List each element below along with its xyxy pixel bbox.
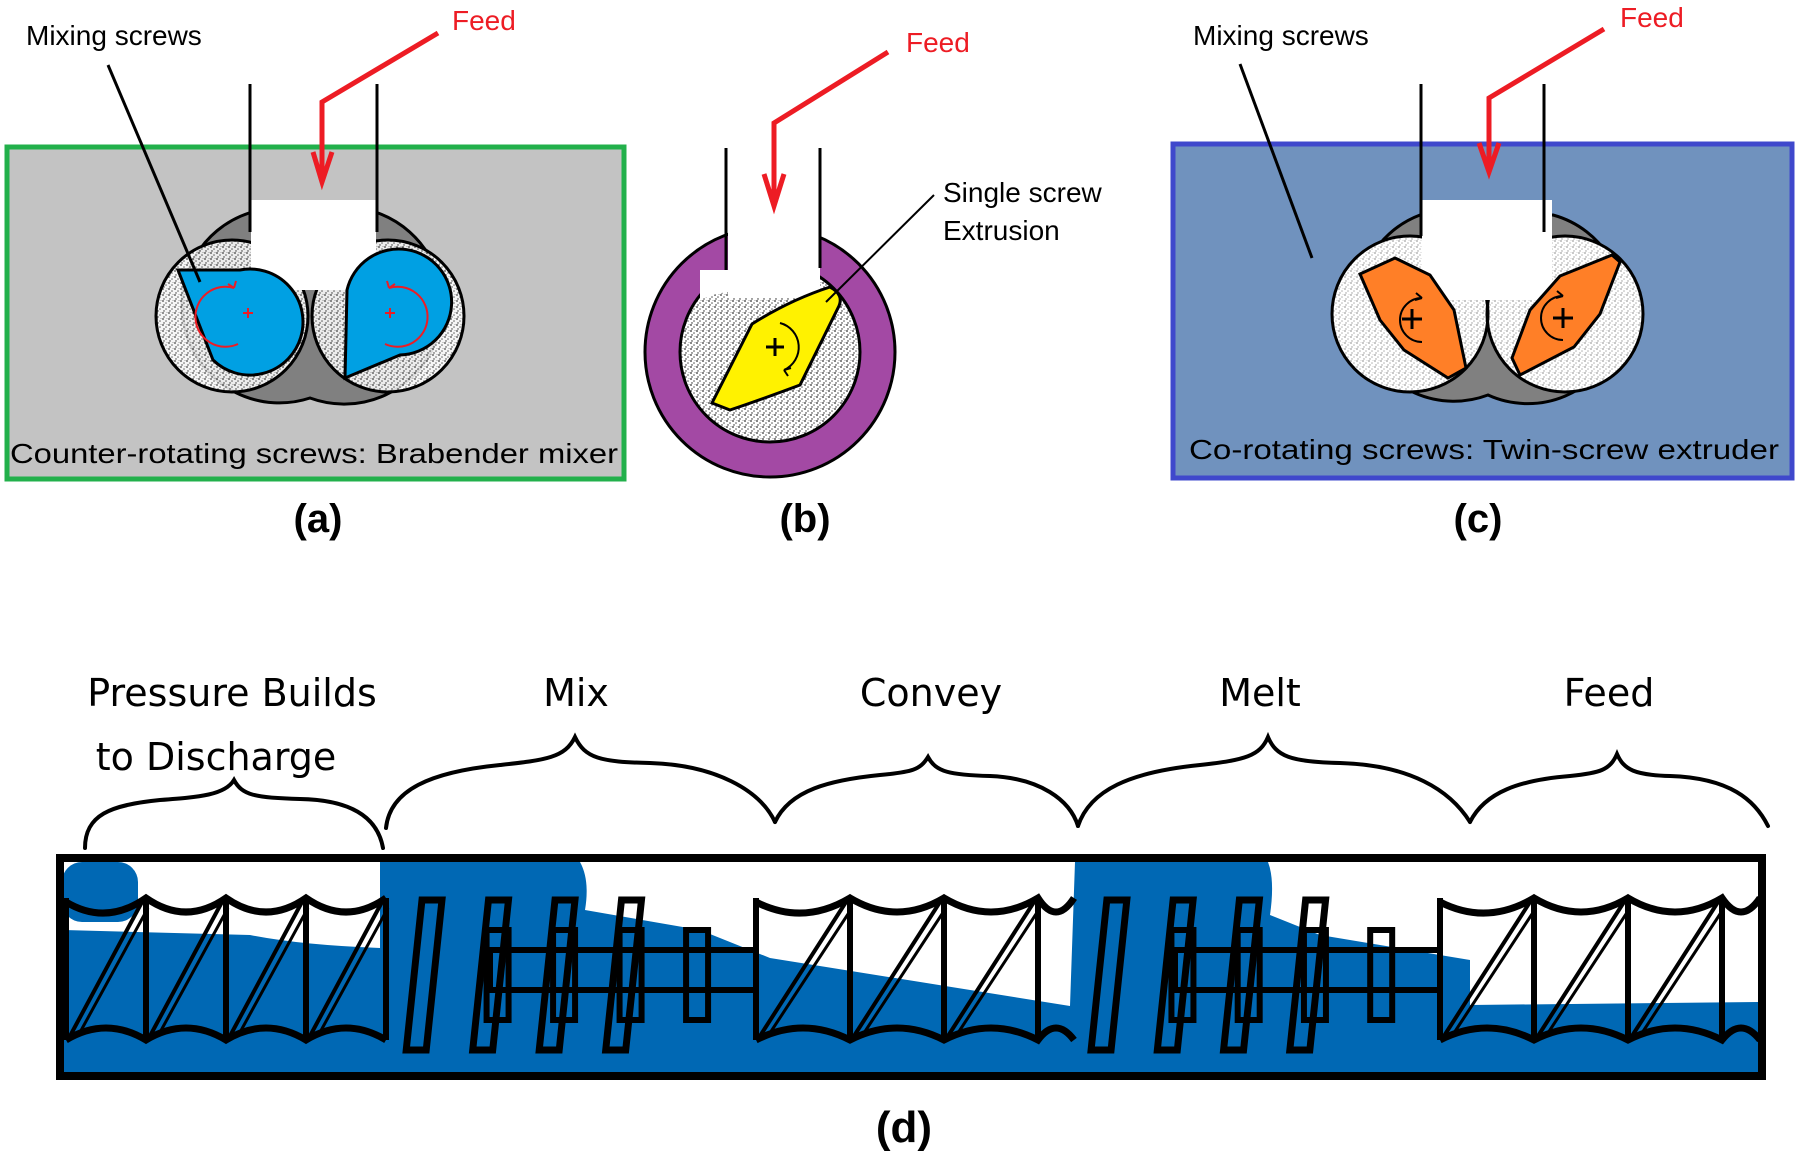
extruder-barrel-wall bbox=[56, 854, 1766, 1080]
kneading-disc-hub bbox=[1367, 927, 1396, 1023]
panel-a-feed-label: Feed bbox=[452, 5, 516, 36]
screw-flight-helix bbox=[946, 900, 1036, 1038]
rotation-arrow-icon bbox=[1540, 290, 1573, 341]
screw-flight-helix bbox=[1536, 900, 1626, 1038]
panel-a-feed-arrow bbox=[319, 30, 440, 178]
screw-flight-helix bbox=[954, 907, 1042, 1037]
panel-d: Pressure Builds to Discharge Mix Convey … bbox=[56, 671, 1770, 1152]
panel-b-letter: (b) bbox=[779, 497, 830, 541]
screw-shaft bbox=[1172, 947, 1443, 993]
screw-flight-helix bbox=[860, 907, 948, 1037]
screw-flight-helix bbox=[228, 901, 304, 1037]
screw-flight-crest bbox=[1438, 893, 1763, 917]
screw-flight-crest bbox=[754, 893, 1077, 917]
screw-flight-helix bbox=[68, 901, 144, 1037]
kneading-disc bbox=[402, 896, 446, 1054]
panel-c-right-screw bbox=[1510, 253, 1622, 378]
arrowhead-icon bbox=[1476, 142, 1502, 180]
panel-d-letter: (d) bbox=[876, 1103, 932, 1152]
panel-a: Mixing screws Feed Counter-rotating scre… bbox=[4, 5, 627, 541]
rotation-arrow-icon bbox=[1399, 292, 1423, 343]
kneading-disc bbox=[1153, 896, 1197, 1054]
panel-b-callout-line bbox=[825, 194, 935, 303]
panel-c-feed-label: Feed bbox=[1620, 2, 1684, 33]
zone-label-pressure-line2: to Discharge bbox=[96, 735, 337, 779]
zone-label-convey: Convey bbox=[860, 671, 1002, 715]
kneading-disc bbox=[535, 896, 579, 1054]
arrowhead-icon bbox=[761, 173, 787, 215]
panel-b-feed-label: Feed bbox=[906, 27, 970, 58]
panel-a-left-screw bbox=[175, 267, 305, 377]
zone-label-pressure-line1: Pressure Builds bbox=[87, 671, 377, 715]
screw-flight-helix bbox=[1450, 907, 1538, 1037]
panel-a-callout-line bbox=[106, 64, 202, 283]
screw-flight-root bbox=[1438, 1024, 1763, 1045]
zone-label-mix: Mix bbox=[543, 671, 609, 715]
panel-c-callout-line bbox=[1238, 63, 1314, 259]
screw-flight-helix bbox=[766, 907, 854, 1037]
screw-flight-helix bbox=[236, 907, 310, 1037]
screw-flight-helix bbox=[308, 901, 384, 1037]
screw-flight-helix bbox=[148, 901, 224, 1037]
panel-b-feed-arrow bbox=[771, 49, 890, 200]
panel-b: Single screw Extrusion Feed (b) bbox=[643, 27, 1103, 541]
screw-flight-root bbox=[754, 1024, 1077, 1045]
arrowhead-icon bbox=[310, 151, 335, 191]
brace-melt-zone bbox=[1076, 731, 1472, 828]
panel-a-right-screw bbox=[343, 247, 454, 381]
panel-c-feed-arrow bbox=[1486, 26, 1606, 165]
screw-flight-helix bbox=[156, 907, 230, 1037]
brace-pressure-zone bbox=[83, 775, 385, 850]
panel-c-caption: Co-rotating screws: Twin-screw extruder bbox=[1189, 434, 1779, 465]
screw-flight-helix bbox=[316, 907, 390, 1037]
screw-flight-helix bbox=[1442, 900, 1532, 1038]
kneading-disc bbox=[1219, 896, 1264, 1054]
panel-b-callout-line1: Single screw bbox=[943, 177, 1103, 208]
panel-b-callout-line2: Extrusion bbox=[943, 215, 1060, 246]
kneading-disc bbox=[468, 896, 513, 1054]
panel-a-callout-label: Mixing screws bbox=[26, 20, 202, 51]
panel-a-caption: Counter-rotating screws: Brabender mixer bbox=[10, 438, 618, 469]
kneading-disc bbox=[1087, 896, 1131, 1054]
panel-c-letter: (c) bbox=[1454, 497, 1503, 541]
panel-a-letter: (a) bbox=[294, 497, 343, 541]
panel-c-callout-label: Mixing screws bbox=[1193, 20, 1369, 51]
brace-mix-zone bbox=[384, 732, 777, 830]
brace-feed-zone bbox=[1468, 749, 1770, 828]
rotation-arrow-icon bbox=[766, 322, 800, 377]
screw-flight-helix bbox=[852, 900, 942, 1038]
screw-flight-helix bbox=[1630, 900, 1720, 1038]
kneading-disc bbox=[601, 896, 646, 1054]
screw-shaft bbox=[487, 947, 759, 993]
screw-flight-helix bbox=[76, 907, 150, 1037]
panel-c: Mixing screws Feed Co-rotating screws: T… bbox=[1170, 2, 1795, 541]
screw-flight-helix bbox=[758, 900, 848, 1038]
brace-convey-zone bbox=[773, 752, 1080, 828]
zone-label-melt: Melt bbox=[1219, 671, 1301, 715]
kneading-disc-hub bbox=[683, 927, 712, 1023]
kneading-disc bbox=[1285, 896, 1330, 1054]
rotation-arrow-icon bbox=[384, 280, 429, 348]
screw-elements bbox=[63, 893, 1763, 1054]
screw-flight-helix bbox=[1638, 907, 1726, 1037]
screw-flight-helix bbox=[1544, 907, 1632, 1037]
rotation-arrow-icon bbox=[194, 280, 253, 348]
zone-label-feed: Feed bbox=[1564, 671, 1655, 715]
